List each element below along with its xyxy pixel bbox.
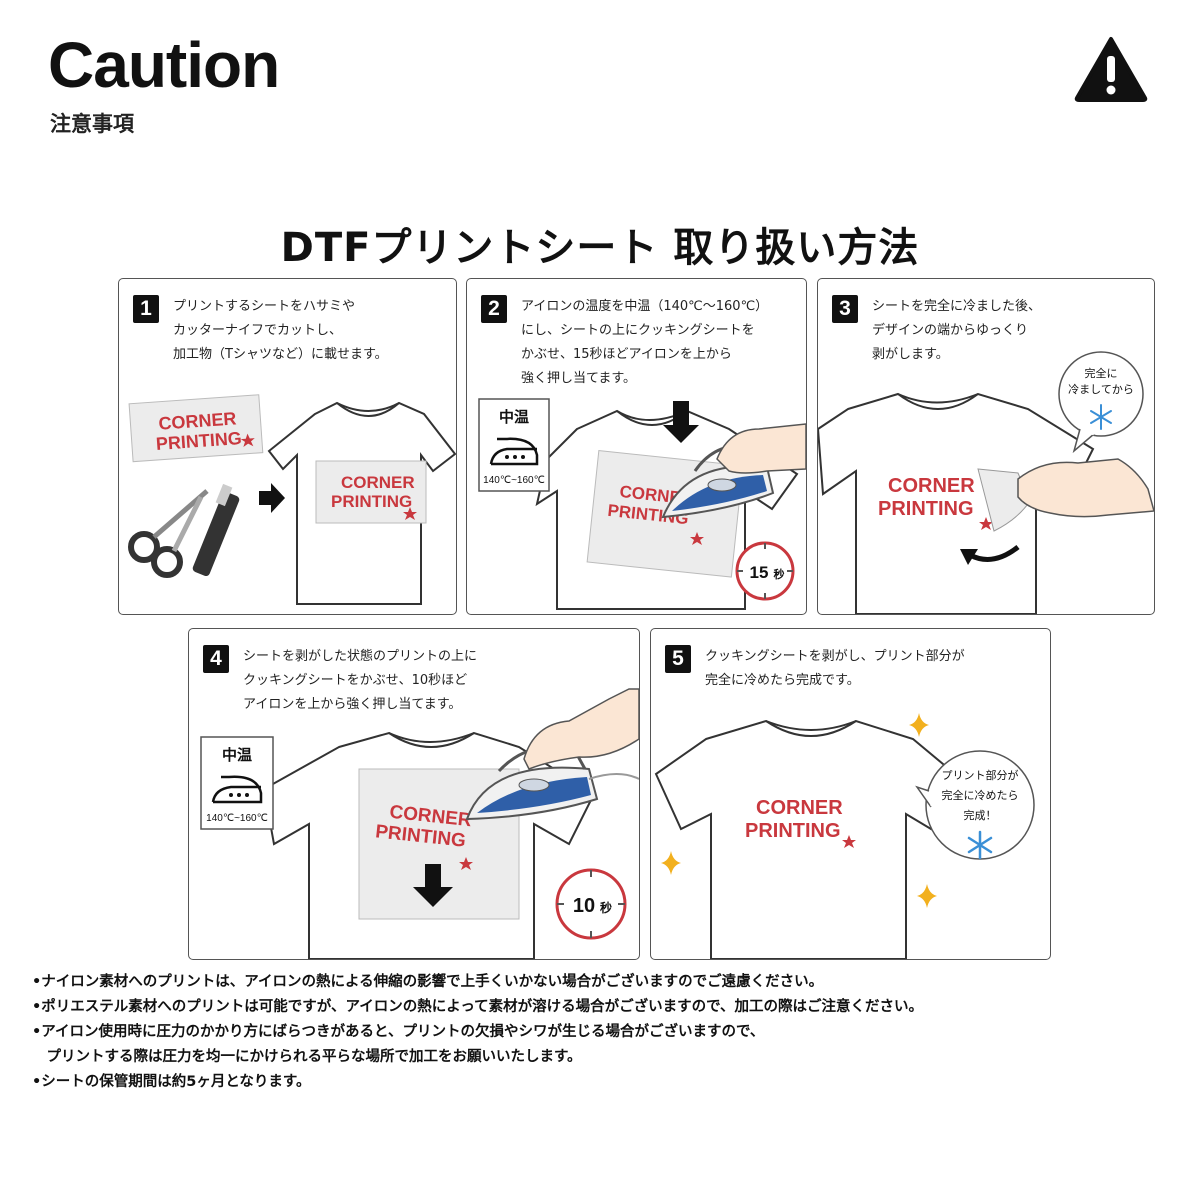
star-icon [979, 517, 993, 530]
shirt-brand-line2: PRINTING [331, 492, 412, 511]
iron-temp-icon [489, 437, 539, 466]
step-line: 強く押し当てます。 [521, 371, 637, 386]
step-number: 3 [832, 295, 858, 323]
note-item: •ポリエステル素材へのプリントは可能ですが、アイロンの熱によって素材が溶ける場合… [32, 999, 924, 1015]
step-panel-2: CORNER PRINTING 中温 140℃~160℃ [466, 278, 807, 615]
iron-label: 中温 [222, 746, 252, 764]
note-item: •ナイロン素材へのプリントは、アイロンの熱による伸縮の影響で上手くいかない場合が… [32, 974, 824, 990]
temperature-badge [478, 398, 550, 492]
step-line: シートを完全に冷ました後、 [872, 299, 1042, 314]
timer-icon [555, 868, 627, 940]
temperature-badge [200, 736, 274, 830]
shirt-brand-line1: CORNER [341, 473, 415, 492]
step-panel-1: CORNER PRINTING CORNER PRINTING 1 プリントする… [118, 278, 457, 615]
sparkle-icon [917, 884, 937, 908]
tshirt-icon [654, 719, 963, 959]
note-item: •シートの保管期間は約5ヶ月となります。 [32, 1074, 311, 1090]
arrow-down-icon [663, 401, 699, 443]
shirt-brand-line1: CORNER [888, 475, 975, 497]
step-line: アイロンの温度を中温（140℃～160℃） [521, 299, 769, 314]
sparkle-icon [661, 851, 681, 875]
step-line: 加工物（Tシャツなど）に載せます。 [173, 347, 388, 362]
step-line: シートを剥がした状態のプリントの上に [243, 649, 478, 664]
timer-icon [735, 541, 795, 601]
step-3-illustration: CORNER PRINTING 完全に 冷ましてから [818, 351, 1154, 614]
timer-seconds: 10 [573, 895, 595, 917]
bubble-line: 冷ましてから [1068, 383, 1134, 396]
step-panel-4: CORNER PRINTING 中温 140℃~160℃ [188, 628, 640, 960]
step-instructions: クッキングシートを剥がし、プリント部分が 完全に冷めたら完成です。 [705, 645, 1035, 693]
step-number: 4 [203, 645, 229, 673]
hand-icon [1017, 458, 1154, 518]
hand-icon [716, 423, 806, 474]
step-instructions: シートを完全に冷ました後、 デザインの端からゆっくり 剥がします。 [872, 295, 1152, 367]
snowflake-icon [1090, 404, 1112, 430]
bubble-line: プリント部分が [942, 768, 1019, 782]
step-line: デザインの端からゆっくり [872, 323, 1029, 338]
step-line: かぶせ、15秒ほどアイロンを上から [521, 347, 732, 362]
star-icon [690, 532, 704, 545]
star-icon [240, 433, 255, 447]
arrow-right-icon [259, 483, 285, 513]
step-panel-5: CORNER PRINTING プリント部分が 完全に冷めたら 完成！ 5 クッ… [650, 628, 1051, 960]
star-icon [842, 835, 856, 848]
step-instructions: プリントするシートをハサミや カッターナイフでカットし、 加工物（Tシャツなど）… [173, 295, 453, 367]
step-line: クッキングシートを剥がし、プリント部分が [705, 649, 965, 664]
caution-notes: •ナイロン素材へのプリントは、アイロンの熱による伸縮の影響で上手くいかない場合が… [32, 970, 1182, 1095]
note-item: プリントする際は圧力を均一にかけられる平らな場所で加工をお願いいたします。 [32, 1049, 582, 1065]
scissors-icon [128, 489, 209, 578]
step-number: 1 [133, 295, 159, 323]
iron-label: 中温 [499, 408, 529, 426]
iron-icon [465, 745, 639, 821]
page-title: Caution [48, 29, 280, 101]
instructions-heading: DTFプリントシート 取り扱い方法 [280, 225, 920, 271]
cutter-icon [192, 483, 240, 577]
bubble-line: 完全に [1085, 366, 1118, 380]
warning-icon [1074, 37, 1148, 102]
step-number: 5 [665, 645, 691, 673]
timer-seconds: 15 [750, 563, 769, 582]
step-line: アイロンを上から強く押し当てます。 [243, 697, 462, 712]
step-line: 完全に冷めたら完成です。 [705, 673, 860, 688]
iron-temp-icon [211, 775, 263, 804]
star-icon [403, 507, 417, 520]
speech-bubble [1058, 351, 1144, 454]
step-panel-3: CORNER PRINTING 完全に 冷ましてから 3 シートを完全に冷ました… [817, 278, 1155, 615]
shirt-brand-line2: PRINTING [878, 498, 974, 520]
bubble-line: 完成！ [964, 808, 997, 822]
step-line: プリントするシートをハサミや [173, 299, 356, 314]
step-instructions: シートを剥がした状態のプリントの上に クッキングシートをかぶせ、10秒ほど アイ… [243, 645, 523, 717]
step-5-illustration: CORNER PRINTING プリント部分が 完全に冷めたら 完成！ [654, 713, 1035, 959]
page-subtitle: 注意事項 [50, 112, 134, 136]
hand-icon [523, 688, 639, 770]
step-2-illustration: CORNER PRINTING 中温 140℃~160℃ [478, 398, 806, 610]
star-icon [459, 857, 473, 870]
step-4-illustration: CORNER PRINTING 中温 140℃~160℃ [200, 688, 639, 959]
arrow-down-icon [413, 864, 453, 907]
step-line: クッキングシートをかぶせ、10秒ほど [243, 673, 468, 688]
step-line: カッターナイフでカットし、 [173, 323, 343, 338]
step-line: にし、シートの上にクッキングシートを [521, 323, 755, 338]
step-line: 剥がします。 [872, 347, 949, 362]
step-instructions: アイロンの温度を中温（140℃～160℃） にし、シートの上にクッキングシートを… [521, 295, 801, 391]
step-number: 2 [481, 295, 507, 323]
iron-temperature: 140℃~160℃ [206, 813, 268, 824]
snowflake-icon [967, 830, 993, 860]
sparkle-icon [909, 713, 929, 737]
timer-unit: 秒 [600, 900, 612, 915]
iron-temperature: 140℃~160℃ [483, 475, 545, 486]
timer-unit: 秒 [774, 567, 785, 581]
shirt-brand-line2: PRINTING [745, 820, 841, 842]
tshirt-icon [818, 392, 1095, 614]
curved-arrow-icon [968, 545, 1020, 562]
shirt-brand-line1: CORNER [756, 797, 843, 819]
bubble-line: 完全に冷めたら [942, 788, 1019, 802]
step-1-illustration: CORNER PRINTING CORNER PRINTING [128, 394, 456, 605]
note-item: •アイロン使用時に圧力のかかり方にばらつきがあると、プリントの欠損やシワが生じる… [32, 1024, 765, 1040]
